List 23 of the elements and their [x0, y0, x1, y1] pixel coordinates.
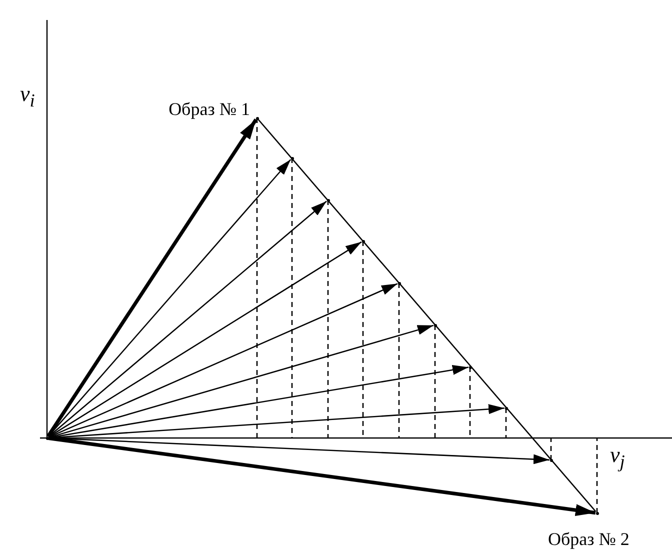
vector-arrow [48, 324, 434, 438]
vector-tip [326, 198, 330, 202]
vector-tip [256, 116, 258, 120]
vector-tip [398, 282, 400, 284]
vector-tip [504, 406, 508, 410]
vector-tip [434, 324, 436, 326]
vector-label: Образ № 2 [548, 530, 630, 550]
vector-arrow [48, 159, 292, 437]
vector-arrow [48, 436, 596, 516]
axis-label: v$_{i}$ [20, 82, 35, 111]
vector-tip [596, 512, 598, 514]
axis-label: v$_{j}$ [610, 443, 625, 472]
vector-label: Образ № 1 [168, 100, 250, 120]
vector-tip [362, 240, 364, 242]
vector-tip [550, 458, 552, 462]
vector-arrow [48, 241, 362, 438]
vector-arrow [48, 200, 327, 438]
vector-arrow [46, 118, 258, 438]
vector-arrow [48, 283, 398, 438]
vector-tip [468, 366, 472, 368]
vector-tip [290, 156, 294, 160]
connecting-line [258, 119, 596, 512]
vector-tip [46, 436, 48, 440]
